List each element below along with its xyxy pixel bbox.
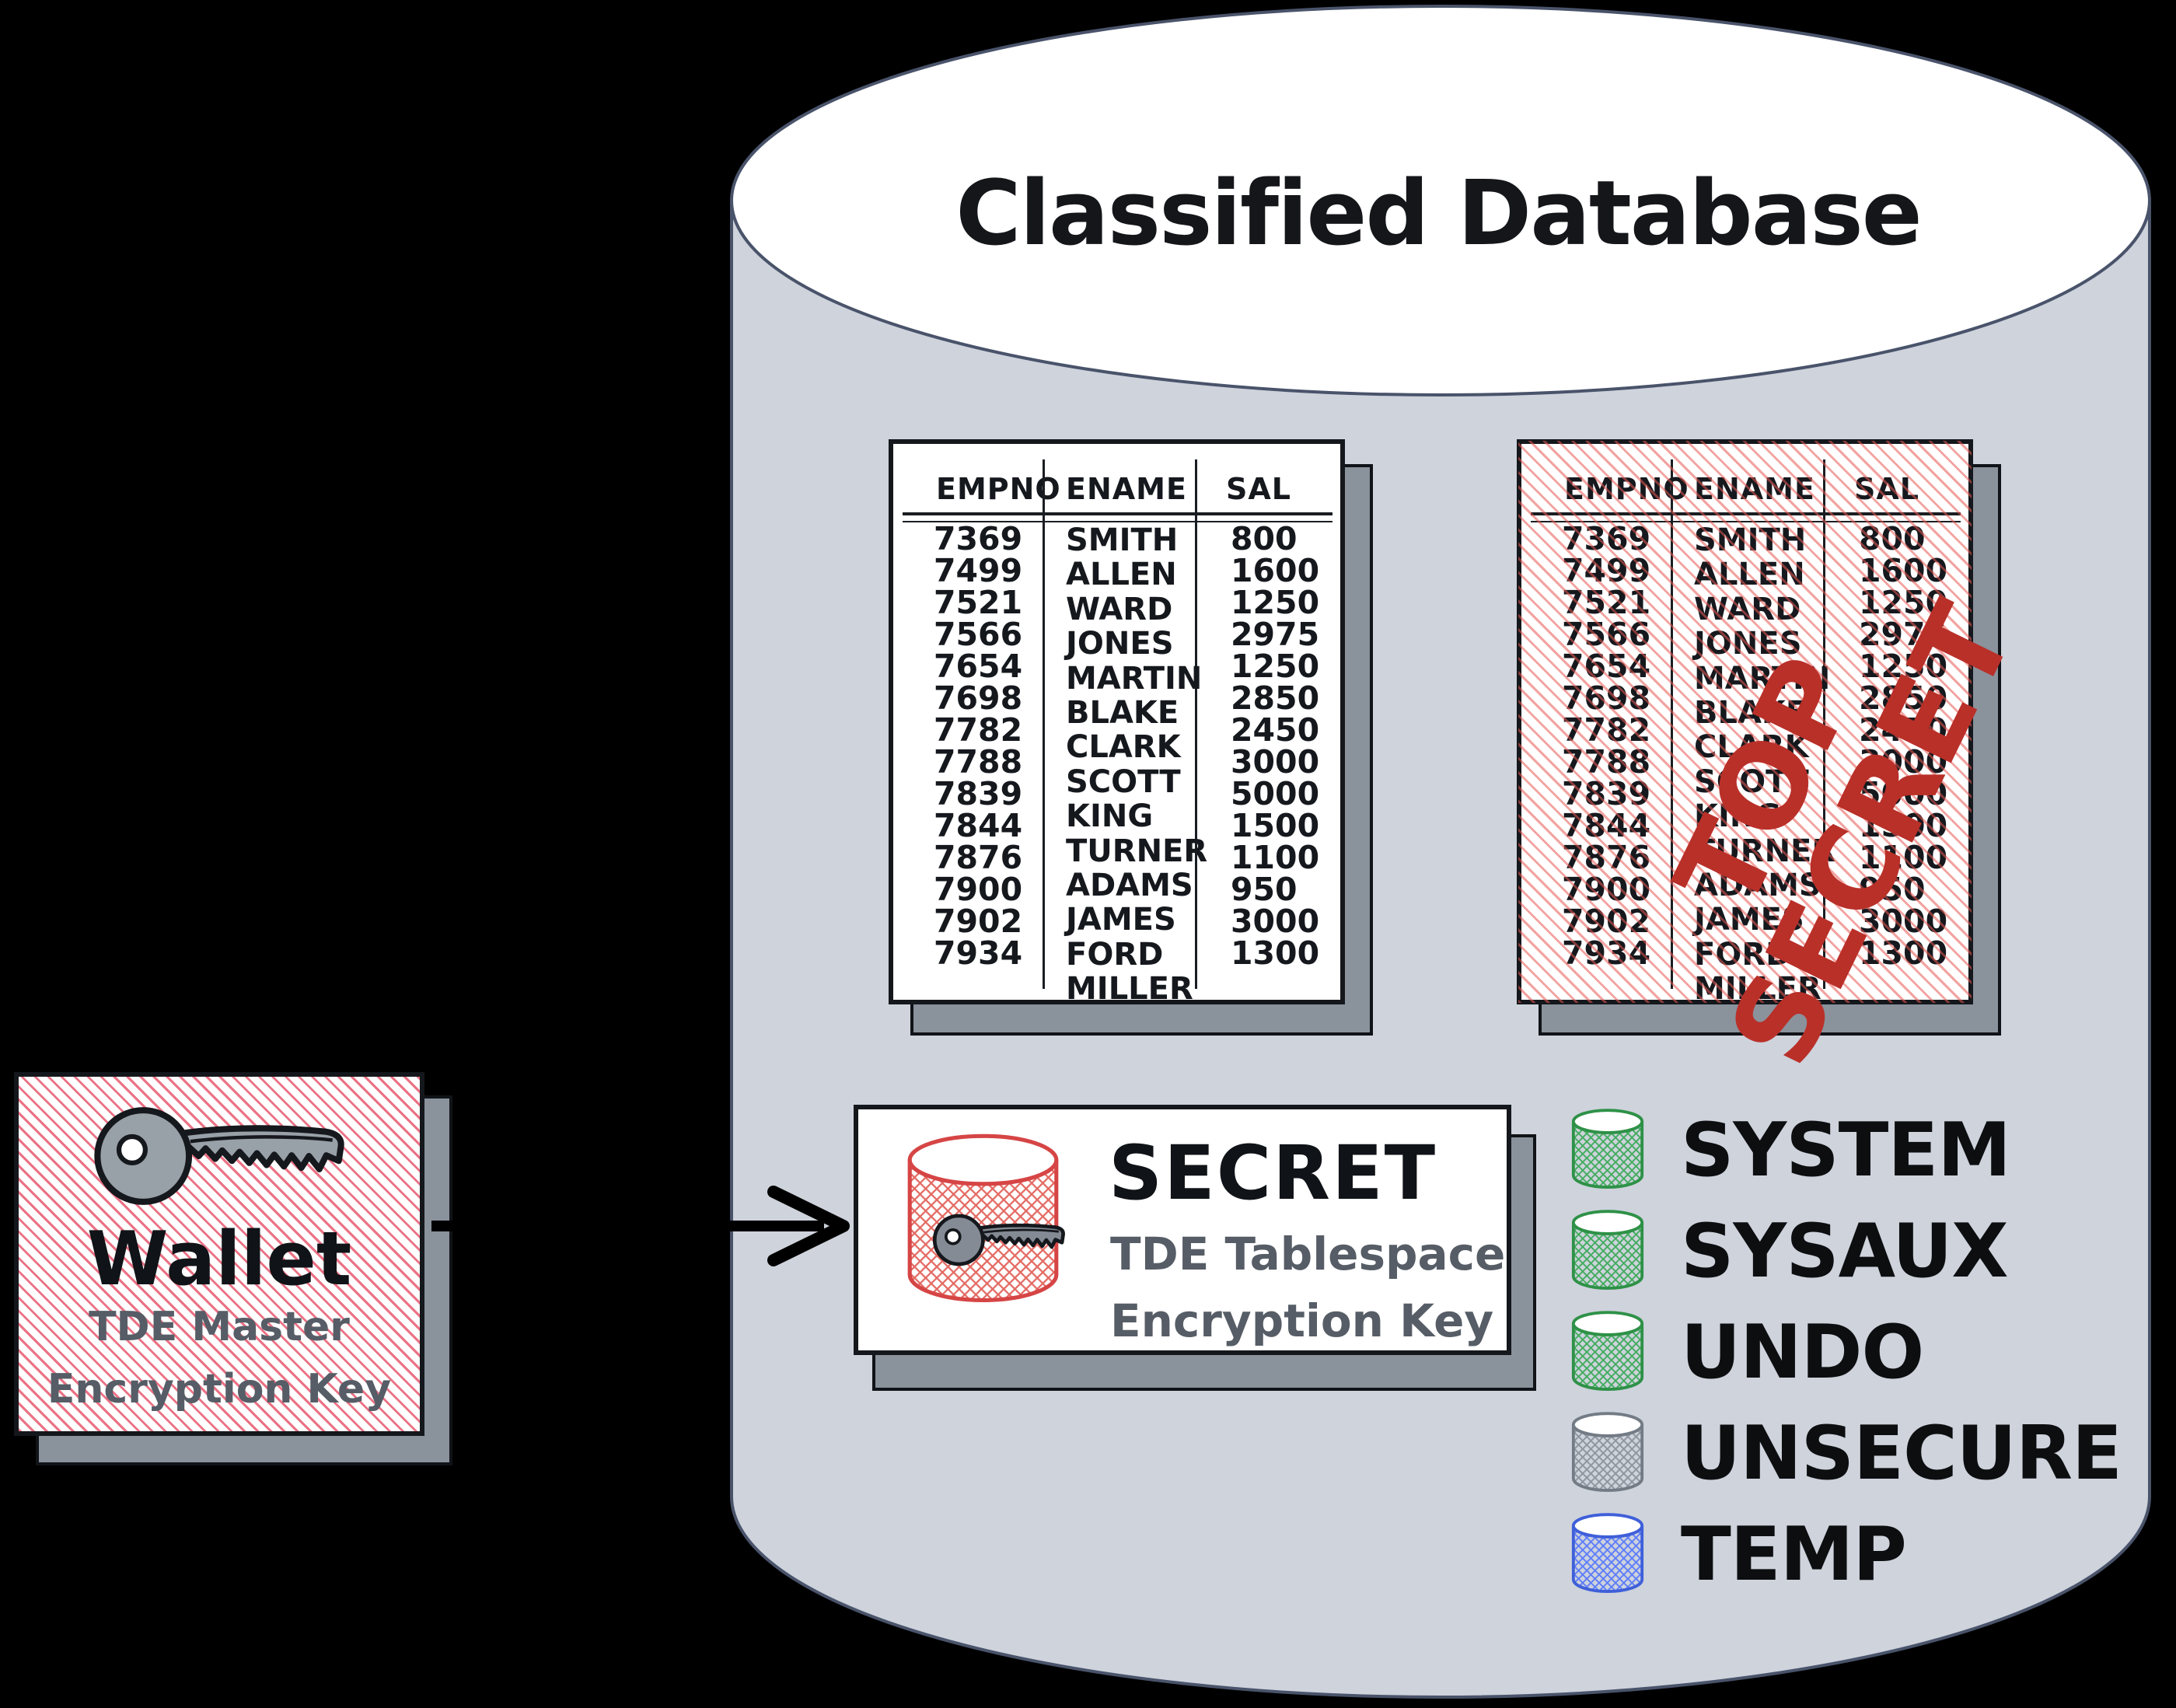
tablespace-row-undo: UNDO — [1570, 1310, 1924, 1395]
emp-table-classified: EMPNO ENAME SAL 736974997521756676547698… — [1517, 439, 1973, 1007]
column-header-empno: EMPNO — [936, 472, 1061, 506]
tablespace-row-unsecure: UNSECURE — [1570, 1411, 2122, 1497]
tablespace-cylinder-icon — [1571, 1109, 1644, 1189]
tablespace-cylinder-icon — [1571, 1412, 1644, 1492]
tablespace-label: SYSTEM — [1681, 1108, 2011, 1193]
tablespace-cylinder-icon — [1571, 1311, 1644, 1391]
tablespace-label: TEMP — [1681, 1512, 1907, 1598]
wallet-box: Wallet TDE Master Encryption Key — [14, 1072, 424, 1436]
wallet-title: Wallet — [86, 1217, 352, 1302]
tablespace-cylinder-icon — [1571, 1210, 1644, 1290]
column-header-sal: SAL — [1226, 472, 1291, 506]
tablespace-row-system: SYSTEM — [1570, 1108, 2011, 1193]
wallet-subtitle-line1: TDE Master — [89, 1304, 350, 1350]
tablespace-label: SYSAUX — [1681, 1209, 2009, 1294]
database-cylinder-top — [730, 5, 2151, 396]
column-divider — [1043, 459, 1045, 989]
tablespace-key-icon — [932, 1214, 1065, 1266]
secret-title: SECRET — [1109, 1130, 1437, 1217]
tablespace-label: UNSECURE — [1681, 1411, 2122, 1497]
wallet-subtitle-line2: Encryption Key — [47, 1366, 392, 1413]
secret-subtitle-line2: Encryption Key — [1110, 1294, 1494, 1347]
master-key-icon — [94, 1107, 344, 1205]
header-rule — [903, 512, 1332, 522]
database-title: Classified Database — [955, 162, 1923, 266]
column-divider — [1195, 459, 1197, 989]
wallet-to-secret-arrow — [431, 1186, 850, 1266]
tablespace-cylinder-icon — [1571, 1513, 1644, 1593]
tablespace-label: UNDO — [1681, 1310, 1924, 1395]
secret-subtitle-line1: TDE Tablespace — [1110, 1228, 1506, 1280]
column-header-ename: ENAME — [1066, 472, 1187, 506]
tablespace-row-sysaux: SYSAUX — [1570, 1209, 2009, 1294]
tablespace-row-temp: TEMP — [1570, 1512, 1907, 1598]
secret-box: SECRET TDE Tablespace Encryption Key — [854, 1105, 1511, 1355]
encryption-hatch-overlay — [1518, 441, 1972, 1003]
